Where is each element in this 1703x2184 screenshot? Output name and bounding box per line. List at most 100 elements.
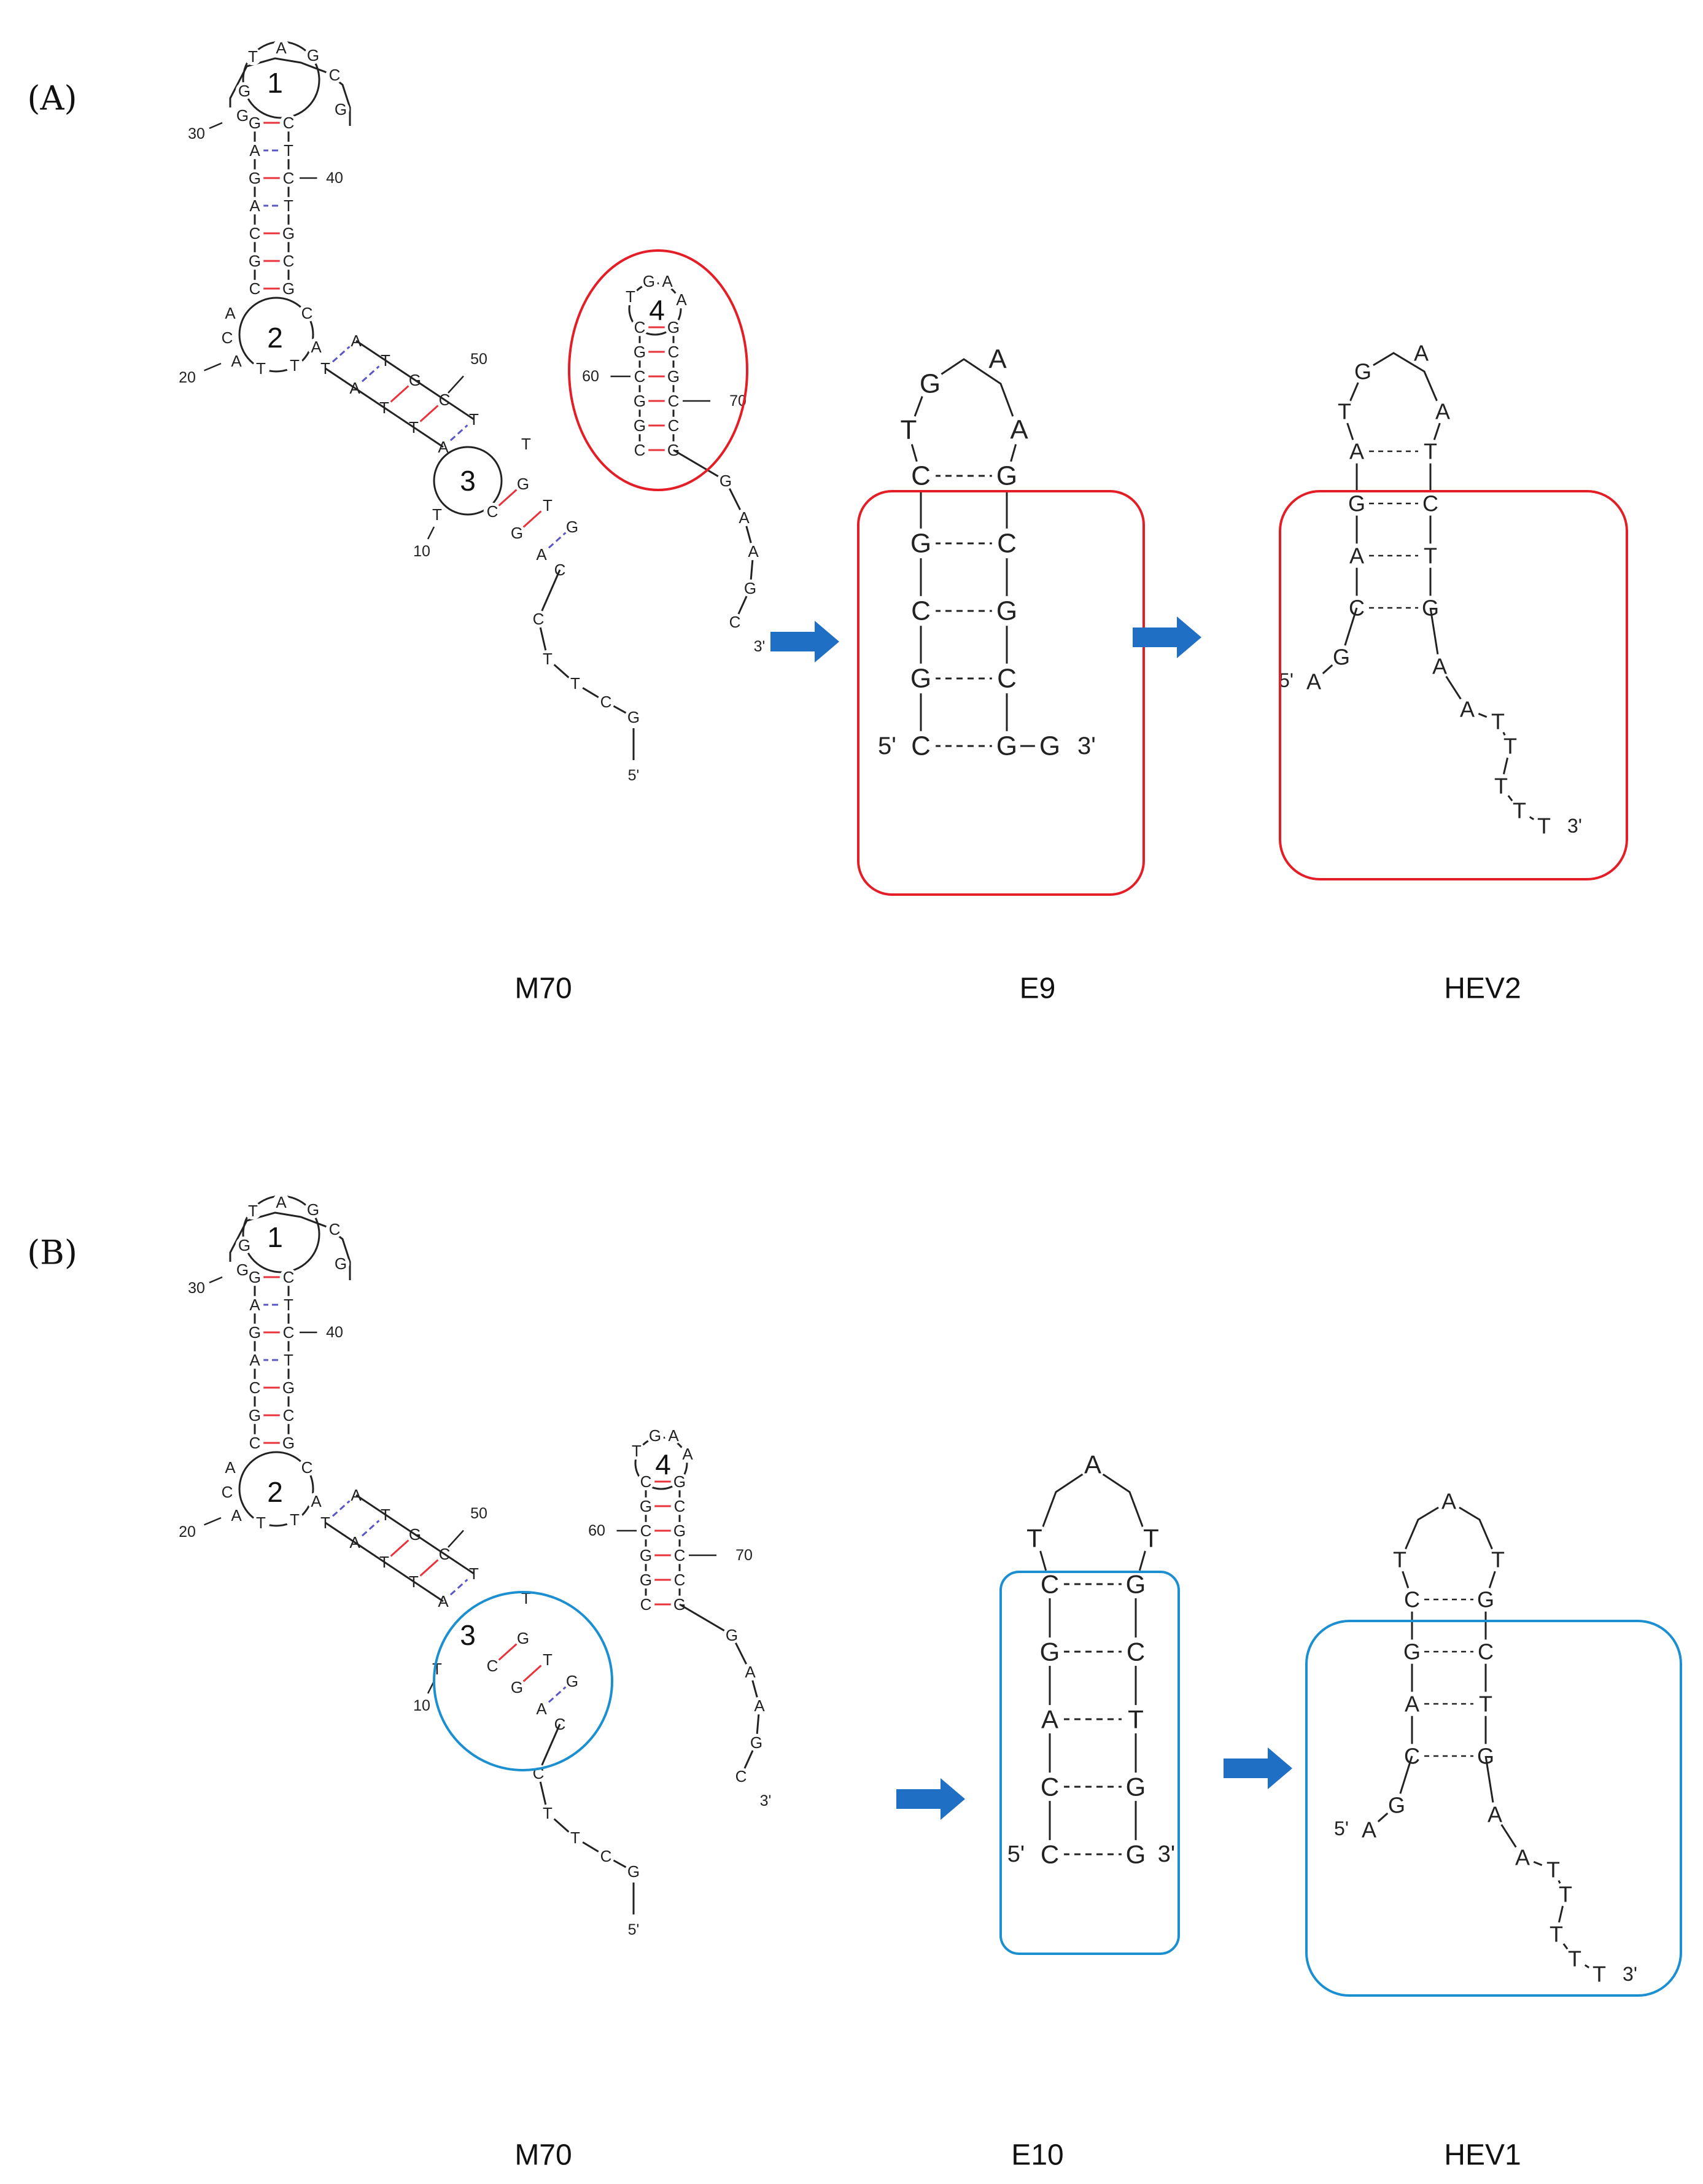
nucleotide: G bbox=[726, 1626, 738, 1644]
nucleotide-halo bbox=[235, 82, 254, 100]
backbone-5-tail bbox=[537, 569, 634, 718]
nucleotide-halo bbox=[252, 1514, 270, 1532]
nucleotide-halo bbox=[637, 1546, 655, 1564]
nucleotide-halo bbox=[630, 441, 649, 459]
nucleotide-halo bbox=[1532, 814, 1556, 838]
nucleotide: T bbox=[543, 650, 553, 668]
nucleotide-halo bbox=[1430, 399, 1455, 424]
position-marker: 30 bbox=[188, 125, 205, 142]
nucleotide: A bbox=[1515, 1845, 1530, 1870]
nucleotide-halo bbox=[1418, 543, 1443, 568]
nucleotide: T bbox=[1592, 1962, 1606, 1987]
nucleotide-halo bbox=[1498, 734, 1523, 758]
nucleotide-halo bbox=[272, 39, 290, 57]
position-tick bbox=[204, 362, 222, 371]
nucleotide: G bbox=[640, 1571, 652, 1589]
nucleotide: G bbox=[511, 524, 523, 542]
nucleotide-halo bbox=[279, 114, 298, 132]
nucleotide-halo bbox=[750, 1696, 769, 1715]
backbone-3-tail bbox=[673, 449, 755, 623]
hairpin-loop-backbone bbox=[1398, 1500, 1499, 1600]
nucleotide: G bbox=[282, 1434, 295, 1452]
nucleotide-halo bbox=[1553, 1882, 1578, 1906]
nucleotide: C bbox=[1422, 491, 1438, 516]
position-marker: 60 bbox=[582, 368, 599, 385]
three-prime-label: 3' bbox=[760, 1792, 772, 1809]
position-tick bbox=[204, 1517, 222, 1526]
right-arrow-icon bbox=[1224, 1747, 1292, 1789]
nucleotide: A bbox=[536, 1700, 547, 1718]
nucleotide: A bbox=[1362, 1817, 1376, 1843]
nucleotide: C bbox=[283, 1268, 295, 1286]
nucleotide-halo bbox=[670, 1546, 689, 1564]
nucleotide: G bbox=[282, 279, 295, 298]
nucleotide-halo bbox=[1562, 1946, 1587, 1971]
nucleotide-halo bbox=[1344, 543, 1369, 568]
nucleotide-halo bbox=[664, 1426, 683, 1445]
nucleotide: G bbox=[307, 1200, 319, 1219]
nucleotide: T bbox=[284, 196, 293, 215]
nucleotide-halo bbox=[646, 1426, 664, 1445]
nucleotide: T bbox=[284, 1351, 293, 1369]
nucleotide: A bbox=[662, 272, 673, 290]
nucleotide: T bbox=[256, 359, 266, 378]
nucleotide: C bbox=[222, 328, 233, 347]
nucleotide: A bbox=[276, 39, 287, 57]
nucleotide-halo bbox=[1486, 1547, 1510, 1572]
nucleotide: G bbox=[720, 472, 732, 490]
nucleotide-halo bbox=[1301, 669, 1326, 694]
nucleotide: A bbox=[1435, 399, 1450, 424]
nucleotide-halo bbox=[529, 610, 548, 628]
nucleotide-halo bbox=[732, 1767, 750, 1786]
five-prime-label: 5' bbox=[1279, 669, 1294, 691]
nucleotide-halo bbox=[1121, 1569, 1150, 1599]
nucleotide: T bbox=[1128, 1705, 1144, 1734]
nucleotide-halo bbox=[246, 1378, 264, 1397]
nucleotide: T bbox=[626, 287, 635, 306]
position-tick bbox=[448, 375, 464, 394]
nucleotide: T bbox=[521, 435, 531, 453]
nucleotide: G bbox=[910, 664, 931, 694]
nucleotide: G bbox=[1126, 1570, 1146, 1599]
nucleotide: G bbox=[744, 579, 756, 597]
nucleotide-halo bbox=[233, 1261, 252, 1279]
nucleotide-halo bbox=[664, 318, 683, 336]
nucleotide: C bbox=[329, 66, 341, 84]
right-arrow-icon bbox=[1133, 616, 1201, 658]
nucleotide: G bbox=[517, 475, 529, 493]
nucleotide: T bbox=[469, 410, 479, 429]
nucleotide-halo bbox=[517, 1589, 535, 1607]
nucleotide-halo bbox=[630, 392, 649, 410]
nucleotide-halo bbox=[246, 1351, 264, 1369]
nucleotide: A bbox=[1349, 439, 1364, 464]
nucleotide: A bbox=[249, 141, 260, 160]
nucleotide: T bbox=[284, 1296, 293, 1314]
nucleotide: A bbox=[1460, 697, 1475, 722]
nucleotide-halo bbox=[1455, 697, 1480, 721]
nucleotide-halo bbox=[233, 106, 252, 125]
nucleotide: A bbox=[311, 1492, 322, 1510]
position-marker: 60 bbox=[588, 1522, 605, 1539]
nucleotide-halo bbox=[906, 596, 936, 626]
nucleotide: G bbox=[566, 1672, 578, 1690]
nucleotide-halo bbox=[514, 475, 532, 493]
nucleotide-halo bbox=[1004, 414, 1034, 445]
loop-number: 4 bbox=[655, 1448, 671, 1480]
nucleotide-halo bbox=[563, 1672, 581, 1690]
position-marker: 40 bbox=[326, 169, 343, 187]
nucleotide-halo bbox=[991, 663, 1022, 694]
nucleotide-halo bbox=[508, 1678, 526, 1696]
nucleotide: T bbox=[1026, 1524, 1042, 1553]
nucleotide-halo bbox=[279, 1323, 298, 1342]
position-marker: 70 bbox=[735, 1547, 753, 1564]
nucleotide-halo bbox=[716, 472, 735, 490]
nucleotide: C bbox=[283, 1406, 295, 1424]
nucleotide-halo bbox=[893, 414, 924, 445]
nucleotide: T bbox=[1537, 814, 1551, 839]
nucleotide-halo bbox=[532, 1700, 551, 1718]
nucleotide: G bbox=[249, 252, 261, 270]
panel-label: (B) bbox=[27, 1234, 77, 1272]
nucleotide: C bbox=[911, 596, 931, 626]
backbone-stem-2-upper bbox=[355, 340, 475, 421]
nucleotide: T bbox=[1559, 1882, 1572, 1907]
